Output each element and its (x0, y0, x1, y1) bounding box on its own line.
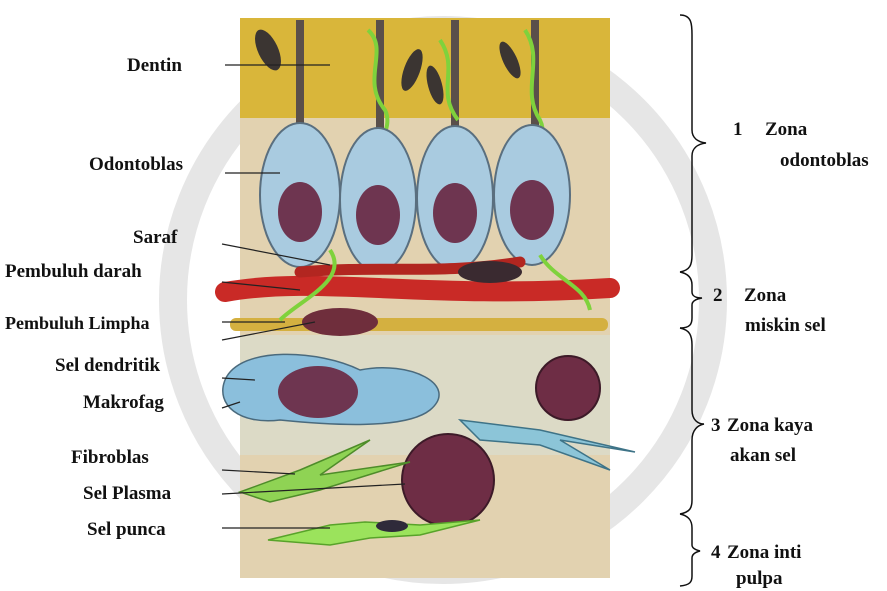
zone-4-title: Zona inti (727, 543, 801, 562)
zone-2-subtitle: miskin sel (745, 316, 826, 335)
label-saraf: Saraf (133, 228, 177, 247)
stem-cell-nucleus (376, 520, 408, 532)
lymph-vessel (230, 318, 608, 331)
macrophage-nucleus (278, 366, 358, 418)
histology-illustration (223, 18, 635, 578)
zone-3-subtitle: akan sel (730, 446, 796, 465)
zone-4-number: 4 (711, 543, 721, 562)
label-pembuluh-limpha: Pembuluh Limpha (5, 314, 150, 332)
zone-3-title: Zona kaya (727, 416, 813, 435)
plasma-cell-center (402, 434, 494, 526)
label-sel-plasma: Sel Plasma (83, 484, 171, 503)
zone-4-subtitle: pulpa (736, 569, 782, 588)
label-makrofag: Makrofag (83, 393, 164, 412)
zone-1-title: Zona (765, 120, 807, 139)
zone-1-number: 1 (733, 120, 743, 139)
label-sel-dendritik: Sel dendritik (55, 356, 160, 375)
label-fibroblas: Fibroblas (71, 448, 149, 467)
blood-vessel (225, 286, 610, 292)
zone-3-number: 3 (711, 416, 721, 435)
label-pembuluh-darah: Pembuluh darah (5, 262, 142, 281)
zone-2-number: 2 (713, 286, 723, 305)
label-dentin: Dentin (127, 56, 182, 75)
dendritic-cell-2 (458, 261, 522, 283)
label-odontoblas: Odontoblas (89, 155, 183, 174)
zone-2-title: Zona (744, 286, 786, 305)
dentin-layer (240, 18, 610, 118)
plasma-cell-right (536, 356, 600, 420)
zone-1-subtitle: odontoblas (780, 151, 869, 170)
label-sel-punca: Sel punca (87, 520, 166, 539)
